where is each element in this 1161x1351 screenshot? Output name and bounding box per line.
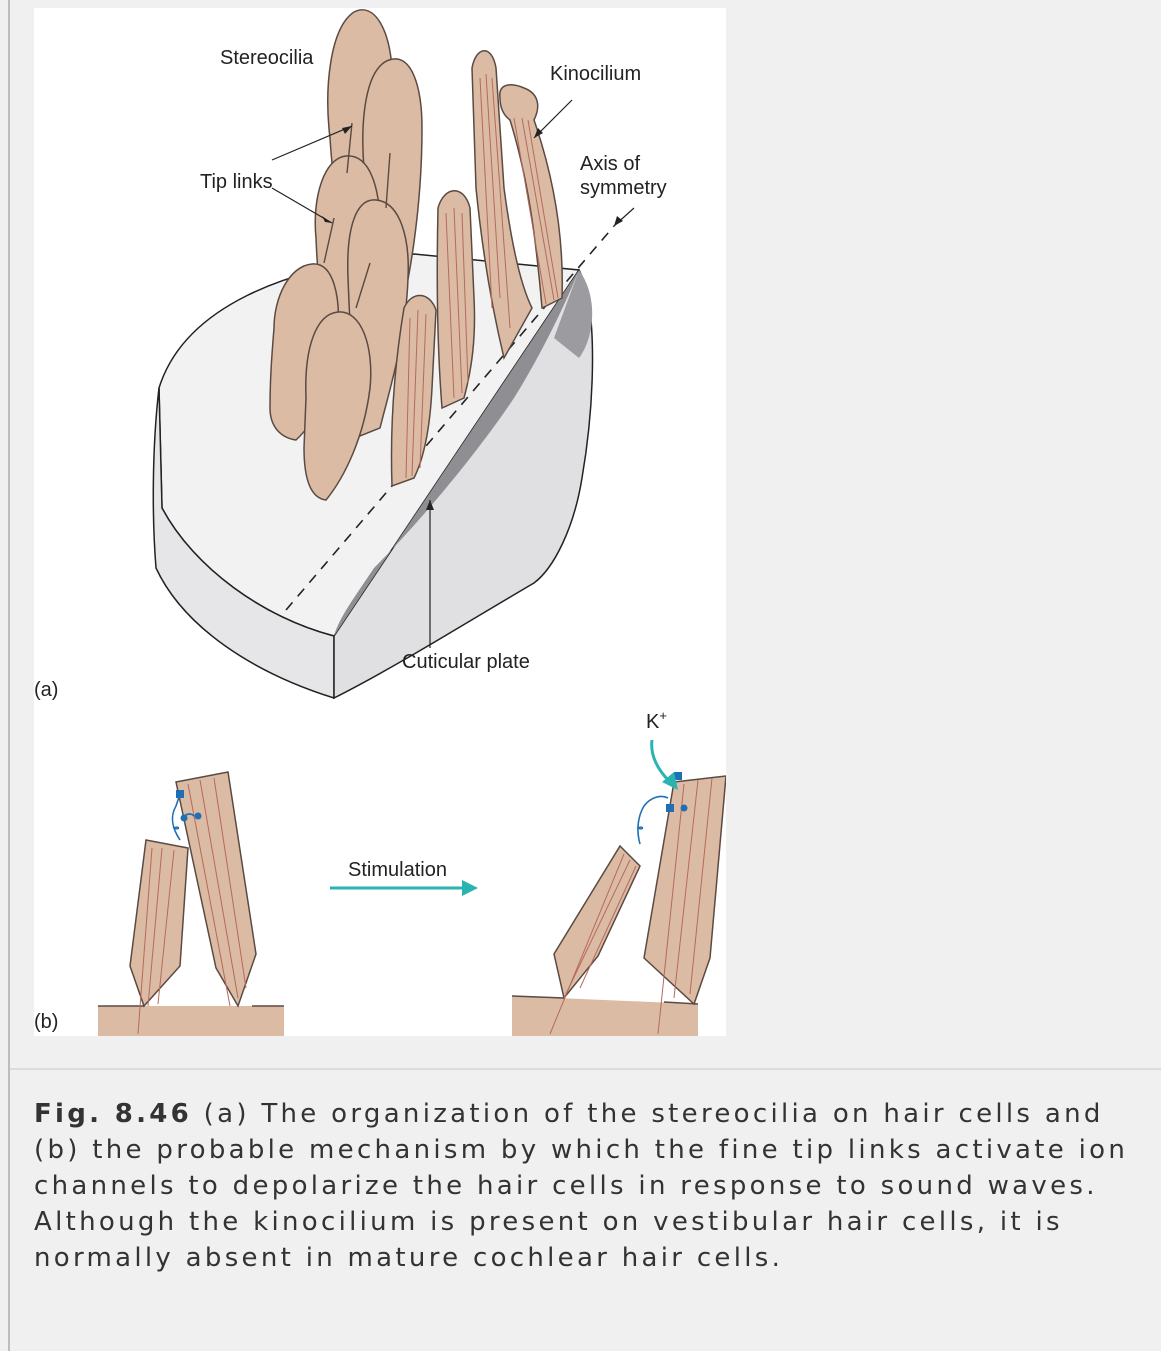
axis-of-symmetry-label-line1: Axis of xyxy=(580,153,640,175)
stereocilia-label: Stereocilia xyxy=(220,47,314,69)
panel-a-label: (a) xyxy=(34,679,58,701)
caption-divider xyxy=(10,1068,1161,1070)
kinocilium-label: Kinocilium xyxy=(550,63,641,85)
potassium-label: K+ xyxy=(646,708,667,733)
panel-a-illustration: Stereocilia Kinocilium Tip links Axis of… xyxy=(34,10,667,701)
cuticular-plate-label: Cuticular plate xyxy=(402,651,530,673)
caption-text: (a) The organization of the stereocilia … xyxy=(34,1099,1140,1273)
tall-stereocilium xyxy=(176,772,256,1006)
potassium-influx-arrow xyxy=(652,740,670,782)
left-border xyxy=(8,0,10,1351)
stimulation-label: Stimulation xyxy=(348,859,447,881)
axis-of-symmetry-label-line2: symmetry xyxy=(580,177,667,199)
figure-number: Fig. 8.46 xyxy=(34,1099,192,1129)
stereocilium xyxy=(437,191,474,408)
figure-caption: Fig. 8.46 (a) The organization of the st… xyxy=(34,1096,1161,1276)
panel-b-illustration: Stimulation K+ xyxy=(34,708,726,1036)
tip-links-label: Tip links xyxy=(200,171,273,193)
short-stereocilium xyxy=(554,846,640,998)
panel-b-label: (b) xyxy=(34,1011,58,1033)
figure-image: Stereocilia Kinocilium Tip links Axis of… xyxy=(34,8,726,1036)
hair-cell-base xyxy=(98,1006,284,1036)
short-stereocilium xyxy=(130,840,188,1006)
